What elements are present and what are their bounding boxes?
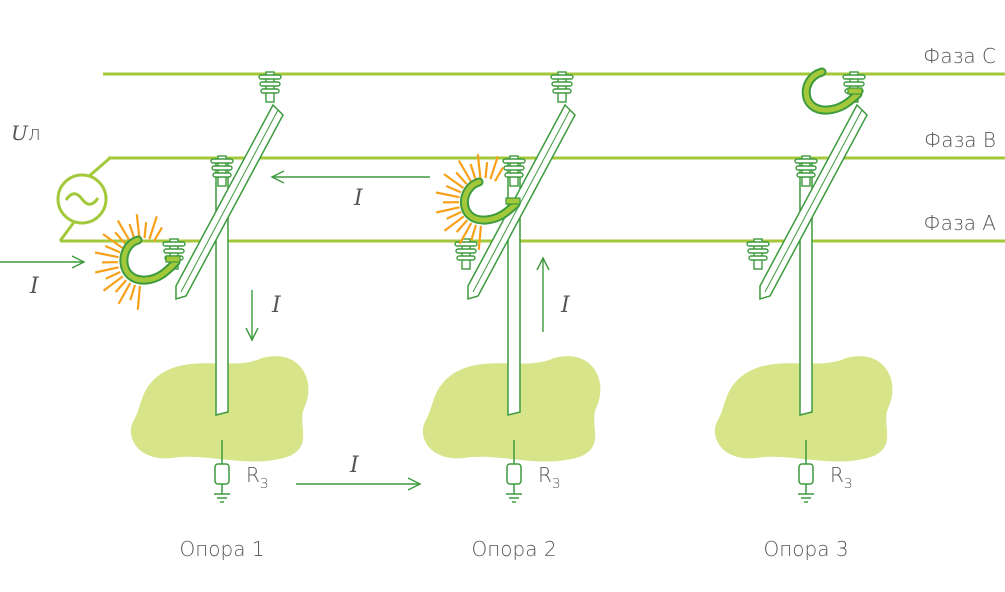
source-voltage-label: Uл bbox=[11, 121, 41, 145]
insulator-t1-b bbox=[210, 155, 234, 187]
current-label-tower-2: I bbox=[560, 293, 571, 318]
broken-insulator-2-icon bbox=[460, 177, 521, 225]
current-label-ground: I bbox=[349, 453, 360, 478]
support-label-2: Опора 2 bbox=[471, 537, 556, 561]
phase-b-label: Фаза В bbox=[924, 128, 996, 152]
current-arrow-phase-b bbox=[270, 170, 430, 184]
insulator-t2-c bbox=[550, 71, 574, 103]
arc-flash-1-icon bbox=[94, 214, 163, 310]
current-label-phase-b: I bbox=[353, 186, 364, 211]
insulator-t2-b bbox=[502, 155, 526, 187]
support-label-1: Опора 1 bbox=[179, 537, 264, 561]
broken-insulator-3-icon bbox=[801, 67, 863, 115]
broken-insulator-1-icon bbox=[119, 235, 181, 285]
current-arrow-up-tower-2 bbox=[536, 256, 550, 332]
current-arrow-ground bbox=[296, 477, 422, 491]
resistor-label-3: RЗ bbox=[830, 463, 852, 492]
resistor-label-1: RЗ bbox=[246, 463, 268, 492]
insulator-t3-b bbox=[794, 155, 818, 187]
current-label-incoming: I bbox=[29, 274, 40, 299]
insulator-t1-c bbox=[258, 71, 282, 103]
current-label-tower-1: I bbox=[271, 293, 282, 318]
arc-flash-2-icon bbox=[435, 154, 504, 250]
current-arrow-down-tower-1 bbox=[245, 290, 259, 342]
insulator-t3-a bbox=[746, 238, 770, 270]
insulator-t2-a bbox=[454, 238, 478, 270]
current-arrow-incoming bbox=[0, 255, 86, 269]
ac-source-icon bbox=[56, 156, 111, 242]
support-label-3: Опора 3 bbox=[763, 537, 848, 561]
phase-c-label: Фаза С bbox=[923, 44, 996, 68]
phase-a-label: Фаза А bbox=[923, 211, 996, 235]
resistor-label-2: RЗ bbox=[538, 463, 560, 492]
